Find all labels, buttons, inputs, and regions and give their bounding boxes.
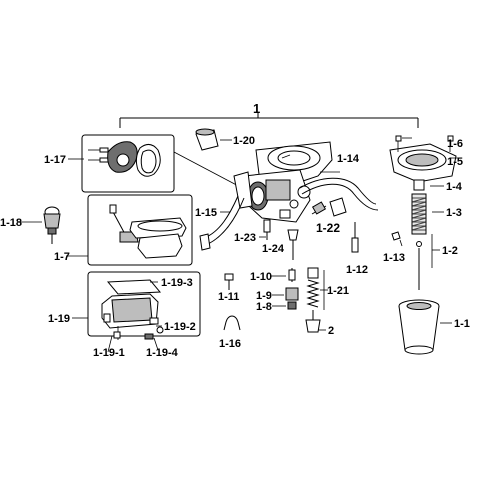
label-1-7: 1-7 [54,251,70,263]
label-1-22: 1-22 [316,221,340,235]
label-1-13: 1-13 [383,252,405,264]
label-1-20: 1-20 [233,135,255,147]
label-1-17: 1-17 [44,154,66,166]
label-1-19-2: 1-19-2 [164,321,196,333]
label-1-24: 1-24 [262,243,285,255]
pilot-jet-part [43,206,61,244]
label-1-19: 1-19 [48,313,70,325]
top-cap [389,135,457,183]
label-1-11: 1-11 [218,291,239,303]
label-1-21: 1-21 [327,285,349,297]
needle-spring-part [305,267,321,333]
label-1-15: 1-15 [195,207,217,219]
screw-part [224,273,234,290]
float-chamber-group-box [81,134,175,193]
main-jet-parts [285,268,299,310]
label-1-8: 1-8 [256,301,272,313]
jet-needle [416,241,422,290]
piston-valve [398,299,440,355]
vent-hose [299,177,379,211]
float-bowl [101,279,164,340]
label-1-10: 1-10 [250,271,272,283]
float-assembly [109,204,187,259]
label-1-19-1: 1-19-1 [93,347,125,359]
float-group-box [87,194,193,266]
label-1-1: 1-1 [454,318,470,330]
slow-jet-part [351,222,359,253]
label-2: 2 [328,325,334,337]
chamber-cover-parts [88,141,161,177]
label-1-14: 1-14 [337,153,360,165]
float-bowl-group-box [87,271,201,337]
spring-seat [413,179,425,191]
pilot-screw-parts [263,219,299,260]
label-1-19-3: 1-19-3 [161,277,193,289]
idle-screw-parts [311,197,347,217]
label-1-6: 1-6 [447,138,463,150]
assembly-bracket [119,112,419,128]
piston-spring [411,193,427,235]
label-1-5: 1-5 [447,156,463,168]
label-1: 1 [253,101,260,116]
callout-labels: 1 1-20 1-17 1-14 1-6 1-5 1-4 1-3 1-2 1-1… [0,101,470,359]
label-1-3: 1-3 [446,207,462,219]
leader-lines [20,137,460,353]
clip-part [223,315,241,331]
diaphragm-cap-part [195,128,219,151]
needle-clip [391,231,401,241]
label-1-23: 1-23 [234,232,256,244]
carburetor-body [233,141,333,223]
label-1-18: 1-18 [0,217,22,229]
label-1-16: 1-16 [219,338,241,350]
label-1-12: 1-12 [346,264,368,276]
label-1-4: 1-4 [446,181,463,193]
label-1-9: 1-9 [256,290,272,302]
label-1-19-4: 1-19-4 [146,347,179,359]
drain-hose [199,195,245,251]
label-1-2: 1-2 [442,245,458,257]
